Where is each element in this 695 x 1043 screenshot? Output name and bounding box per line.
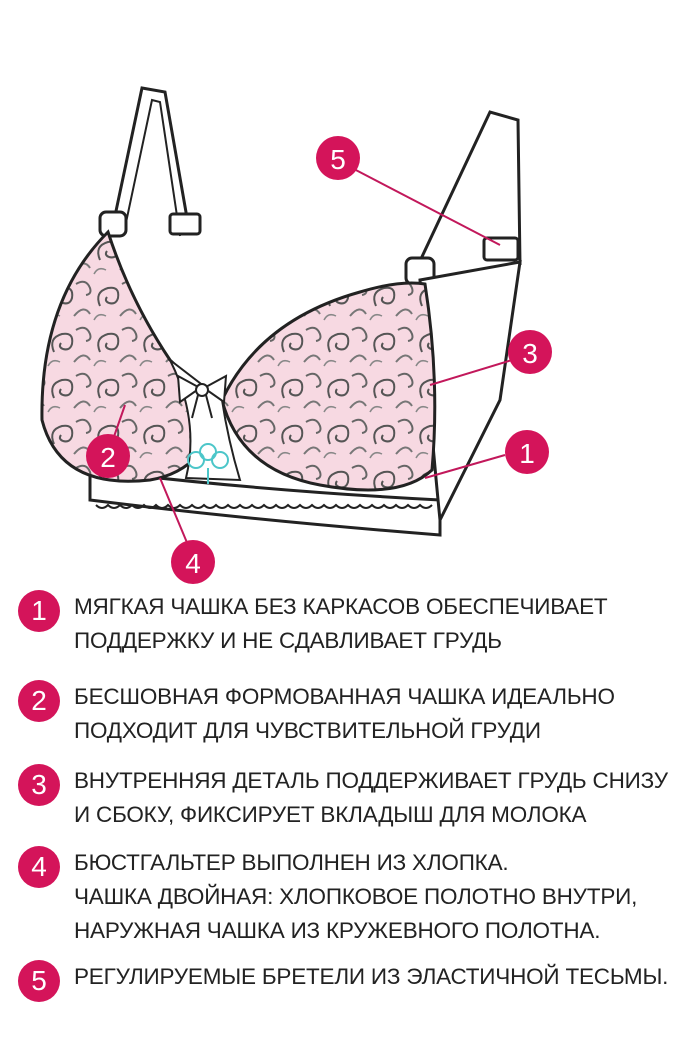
svg-text:3: 3 — [522, 338, 538, 369]
svg-text:1: 1 — [519, 438, 535, 469]
feature-2: 2 БЕСШОВНАЯ ФОРМОВАННАЯ ЧАШКА ИДЕАЛЬНО П… — [18, 680, 615, 748]
feature-line: ВНУТРЕННЯЯ ДЕТАЛЬ ПОДДЕРЖИВАЕТ ГРУДЬ СНИ… — [74, 768, 668, 793]
feature-line: БЕСШОВНАЯ ФОРМОВАННАЯ ЧАШКА ИДЕАЛЬНО — [74, 684, 615, 709]
right-cup — [220, 281, 437, 492]
feature-line: МЯГКАЯ ЧАШКА БЕЗ КАРКАСОВ ОБЕСПЕЧИВАЕТ — [74, 594, 608, 619]
left-cup — [40, 229, 224, 483]
feature-number-4: 4 — [18, 846, 60, 888]
feature-text-1: МЯГКАЯ ЧАШКА БЕЗ КАРКАСОВ ОБЕСПЕЧИВАЕТ П… — [74, 590, 608, 658]
feature-line: ЧАШКА ДВОЙНАЯ: ХЛОПКОВОЕ ПОЛОТНО ВНУТРИ, — [74, 884, 638, 909]
left-strap — [98, 86, 202, 238]
feature-line: БЮСТГАЛЬТЕР ВЫПОЛНЕН ИЗ ХЛОПКА. — [74, 850, 509, 875]
feature-3: 3 ВНУТРЕННЯЯ ДЕТАЛЬ ПОДДЕРЖИВАЕТ ГРУДЬ С… — [18, 764, 668, 832]
feature-text-3: ВНУТРЕННЯЯ ДЕТАЛЬ ПОДДЕРЖИВАЕТ ГРУДЬ СНИ… — [74, 764, 668, 832]
right-strap-slider — [482, 236, 520, 262]
feature-line: НАРУЖНАЯ ЧАШКА ИЗ КРУЖЕВНОГО ПОЛОТНА. — [74, 918, 601, 943]
callout-3: 3 — [508, 330, 552, 374]
svg-text:4: 4 — [185, 548, 201, 579]
feature-line: ПОДДЕРЖКУ И НЕ СДАВЛИВАЕТ ГРУДЬ — [74, 628, 502, 653]
feature-number-2: 2 — [18, 680, 60, 722]
callout-4: 4 — [171, 540, 215, 584]
left-strap-slider — [168, 212, 202, 236]
feature-line: РЕГУЛИРУЕМЫЕ БРЕТЕЛИ ИЗ ЭЛАСТИЧНОЙ ТЕСЬМ… — [74, 964, 669, 989]
feature-number-5: 5 — [18, 960, 60, 1002]
leader-lines — [109, 167, 513, 546]
feature-4: 4 БЮСТГАЛЬТЕР ВЫПОЛНЕН ИЗ ХЛОПКА. ЧАШКА … — [18, 846, 637, 948]
feature-text-5: РЕГУЛИРУЕМЫЕ БРЕТЕЛИ ИЗ ЭЛАСТИЧНОЙ ТЕСЬМ… — [74, 960, 668, 994]
svg-text:5: 5 — [330, 144, 346, 175]
feature-text-4: БЮСТГАЛЬТЕР ВЫПОЛНЕН ИЗ ХЛОПКА. ЧАШКА ДВ… — [74, 846, 637, 948]
underband — [88, 468, 442, 537]
feature-line: И СБОКУ, ФИКСИРУЕТ ВКЛАДЫШ ДЛЯ МОЛОКА — [74, 802, 587, 827]
feature-1: 1 МЯГКАЯ ЧАШКА БЕЗ КАРКАСОВ ОБЕСПЕЧИВАЕТ… — [18, 590, 608, 658]
right-strap — [404, 110, 522, 286]
bow-icon — [176, 374, 228, 419]
feature-text-2: БЕСШОВНАЯ ФОРМОВАННАЯ ЧАШКА ИДЕАЛЬНО ПОД… — [74, 680, 615, 748]
callout-5: 5 — [316, 136, 360, 180]
feature-number-3: 3 — [18, 764, 60, 806]
picot-edge — [95, 503, 433, 509]
feature-line: ПОДХОДИТ ДЛЯ ЧУВСТВИТЕЛЬНОЙ ГРУДИ — [74, 718, 541, 743]
callout-1: 1 — [505, 430, 549, 474]
feature-number-1: 1 — [18, 590, 60, 632]
left-strap-ring — [98, 210, 128, 238]
feature-5: 5 РЕГУЛИРУЕМЫЕ БРЕТЕЛИ ИЗ ЭЛАСТИЧНОЙ ТЕС… — [18, 960, 668, 1002]
cotton-icon — [187, 443, 229, 484]
svg-text:2: 2 — [100, 442, 116, 473]
callout-2: 2 — [86, 434, 130, 478]
bra-illustration: 1 2 3 4 5 — [40, 86, 552, 584]
